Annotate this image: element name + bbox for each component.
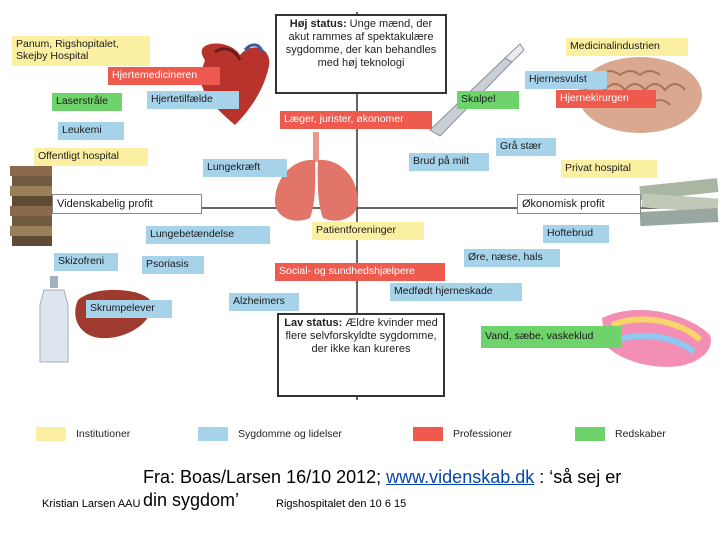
source-caption-line1: Fra: Boas/Larsen 16/10 2012; www.vidensk… — [143, 467, 621, 488]
label-lungebetaendelse: Lungebetændelse — [146, 226, 270, 244]
legend-swatch — [198, 427, 228, 441]
label-offentligt-hospital: Offentligt hospital — [34, 148, 148, 166]
label-privat-hospital: Privat hospital — [561, 160, 657, 178]
label-medfoedt-hjerneskade: Medfødt hjerneskade — [390, 283, 522, 301]
label-hoftebrud: Hoftebrud — [543, 225, 609, 243]
legend-label: Professioner — [453, 428, 512, 440]
disease-prestige-diagram: Høj status: Unge mænd, der akut rammes a… — [10, 12, 719, 441]
label-vand-saebe-vaskeklud: Vand, sæbe, vaskeklud — [481, 326, 621, 348]
label-skalpel: Skalpel — [457, 91, 519, 109]
source-caption-line2: din sygdom’ — [143, 490, 240, 510]
label-hjertetilfaelde: Hjertetilfælde — [147, 91, 239, 109]
label-panum: Panum, Rigshopitalet, Skejby Hospital — [12, 36, 150, 66]
low-status-text: Ældre kvinder med flere selvforskyldte s… — [285, 317, 438, 355]
high-status-text: Unge mænd, der akut rammes af spektakulæ… — [285, 18, 437, 69]
legend-swatch — [36, 427, 66, 441]
legend-label: Redskaber — [615, 428, 666, 440]
high-status-heading: Høj status: — [289, 18, 347, 30]
label-laserstraale: Laserstråle — [52, 93, 122, 111]
label-lungekraeft: Lungekræft — [203, 159, 287, 177]
label-hjernekirurgen: Hjernekirurgen — [556, 90, 656, 108]
label-graa-staer: Grå stær — [496, 138, 556, 156]
legend-swatch — [575, 427, 605, 441]
low-status-heading: Lav status: — [284, 317, 343, 329]
label-laeger-jurister-oekonomer: Læger, jurister, økonomer — [280, 111, 432, 129]
source-suffix: : ‘så sej er — [534, 467, 622, 487]
label-social-og-sundhed: Social- og sundhedshjælpere — [275, 263, 445, 281]
label-medicinalindustrien: Medicinalindustrien — [566, 38, 688, 56]
money-illustration — [639, 178, 719, 227]
sponge-illustration — [602, 309, 711, 367]
label-patientforeninger: Patientforeninger — [312, 222, 424, 240]
high-status-box: Høj status: Unge mænd, der akut rammes a… — [275, 14, 447, 94]
label-skrumpelever: Skrumpelever — [86, 300, 172, 318]
venue-footer: Rigshospitalet den 10 6 15 — [276, 498, 407, 510]
label-skizofreni: Skizofreni — [54, 253, 118, 271]
source-link[interactable]: www.videnskab.dk — [386, 467, 535, 487]
label-psoriasis: Psoriasis — [142, 256, 204, 274]
label-brud-paa-milt: Brud på milt — [409, 153, 489, 171]
label-hjernesvulst: Hjernesvulst — [525, 71, 607, 89]
label-leukemi: Leukemi — [58, 122, 124, 140]
low-status-box: Lav status: Ældre kvinder med flere selv… — [277, 313, 445, 397]
bottle-illustration — [39, 276, 69, 363]
author-footer: Kristian Larsen AAU — [42, 498, 141, 510]
label-oere-naese-hals: Øre, næse, hals — [464, 249, 560, 267]
legend-label: Sygdomme og lidelser — [238, 428, 342, 440]
axis-right-label: Økonomisk profit — [517, 194, 641, 214]
label-alzheimers: Alzheimers — [229, 293, 299, 311]
legend-swatch — [413, 427, 443, 441]
label-hjertemedicineren: Hjertemedicineren — [108, 67, 220, 85]
legend-label: Institutioner — [76, 428, 131, 440]
books-illustration — [10, 166, 52, 246]
source-prefix: Fra: Boas/Larsen 16/10 2012; — [143, 467, 387, 487]
axis-left-label: Videnskabelig profit — [52, 194, 202, 214]
